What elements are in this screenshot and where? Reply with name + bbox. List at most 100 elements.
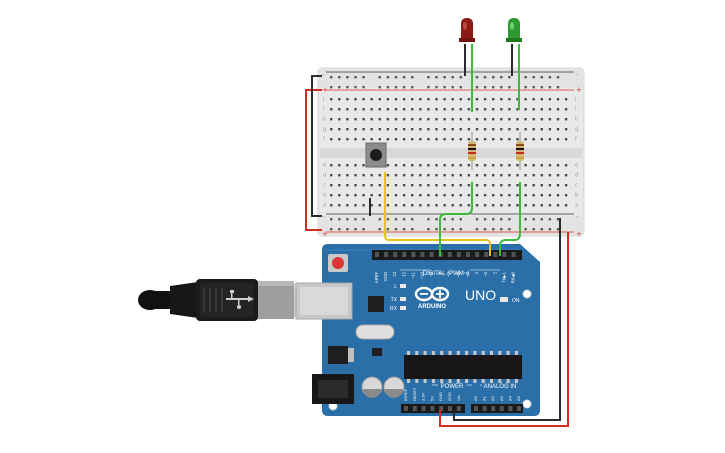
terminal-hole: [402, 118, 406, 121]
terminal-hole: [524, 108, 527, 111]
digital-pin-socket[interactable]: [429, 252, 434, 257]
terminal-hole: [443, 128, 446, 131]
rail-hole: [435, 76, 438, 79]
rail-hole: [475, 228, 479, 231]
terminal-hole: [556, 184, 560, 187]
digital-pin-socket[interactable]: [420, 252, 425, 257]
rail-hole: [475, 76, 479, 79]
rail-hole: [500, 86, 503, 89]
push-button[interactable]: [365, 142, 387, 168]
rail-hole: [427, 76, 430, 79]
voltage-regulator: [328, 346, 348, 364]
digital-pin-socket[interactable]: [484, 252, 489, 257]
terminal-hole: [346, 174, 349, 177]
terminal-hole: [419, 194, 422, 197]
terminal-hole: [427, 128, 430, 131]
terminal-hole: [378, 128, 381, 131]
rail-hole: [500, 218, 503, 221]
terminal-hole: [346, 98, 349, 101]
power-pin-socket[interactable]: [421, 406, 426, 411]
rail-hole: [556, 228, 560, 231]
digital-pin-socket[interactable]: [466, 252, 470, 257]
terminal-hole: [330, 184, 333, 187]
row-letter: a: [323, 203, 326, 209]
crystal: [355, 324, 395, 340]
on-led: [500, 297, 508, 302]
digital-pin-socket[interactable]: [502, 252, 507, 257]
terminal-hole: [556, 118, 560, 121]
digital-pin-socket[interactable]: [411, 252, 416, 257]
rail-hole: [435, 228, 438, 231]
power-pin-socket[interactable]: [448, 406, 452, 411]
chip-pin: [514, 379, 518, 383]
power-pin-socket[interactable]: [439, 406, 444, 411]
terminal-hole: [435, 184, 438, 187]
terminal-hole: [354, 164, 357, 167]
capacitor-right: [383, 376, 405, 398]
rail-hole: [443, 218, 446, 221]
row-letter: d: [323, 173, 326, 179]
reset-button[interactable]: [328, 254, 348, 272]
digital-pin-socket[interactable]: [375, 252, 379, 257]
analog-pin-socket[interactable]: [474, 406, 478, 411]
terminal-hole: [330, 108, 333, 111]
power-pin-label: RESET: [412, 387, 417, 401]
terminal-hole: [427, 174, 430, 177]
analog-pin-socket[interactable]: [499, 406, 504, 411]
terminal-hole: [548, 108, 552, 111]
terminal-hole: [443, 174, 446, 177]
terminal-hole: [354, 138, 357, 141]
analog-pin-socket[interactable]: [491, 406, 496, 411]
power-pin-socket[interactable]: [404, 406, 408, 411]
terminal-hole: [524, 174, 527, 177]
l-led: [400, 284, 406, 288]
power-pin-socket[interactable]: [456, 406, 461, 411]
wire-gnd-black: [453, 218, 561, 421]
terminal-hole: [443, 138, 446, 141]
terminal-hole: [483, 164, 487, 167]
digital-pin-socket[interactable]: [402, 252, 407, 257]
terminal-hole: [500, 184, 503, 187]
digital-pin-socket[interactable]: [475, 252, 480, 257]
terminal-hole: [540, 128, 543, 131]
analog-pin-socket[interactable]: [517, 406, 521, 411]
terminal-hole: [386, 194, 390, 197]
uno-model-text: UNO: [465, 287, 496, 303]
terminal-hole: [564, 98, 568, 101]
terminal-hole: [435, 204, 438, 207]
terminal-hole: [346, 204, 349, 207]
power-pin-socket[interactable]: [412, 406, 417, 411]
terminal-hole: [386, 138, 390, 141]
row-letter: e: [575, 163, 578, 169]
terminal-hole: [564, 184, 568, 187]
row-letter: f: [575, 137, 577, 143]
digital-pin-socket[interactable]: [447, 252, 452, 257]
chip-pin: [506, 351, 510, 355]
terminal-hole: [451, 118, 454, 121]
digital-pin-socket[interactable]: [456, 252, 461, 257]
terminal-hole: [346, 118, 349, 121]
power-pin-label: 5V: [429, 396, 434, 401]
terminal-hole: [386, 204, 390, 207]
terminal-hole: [451, 164, 454, 167]
digital-pin-socket[interactable]: [511, 252, 516, 257]
rail-minus-sign-bottom: -: [322, 213, 325, 221]
analog-pin-socket[interactable]: [482, 406, 487, 411]
terminal-hole: [524, 118, 527, 121]
digital-pin-socket[interactable]: [393, 252, 398, 257]
terminal-hole: [354, 184, 357, 187]
terminal-hole: [402, 108, 406, 111]
terminal-hole: [386, 128, 390, 131]
digital-pin-socket[interactable]: [493, 252, 498, 257]
terminal-hole: [346, 138, 349, 141]
row-letter: i: [575, 107, 576, 113]
rail-hole: [394, 76, 398, 79]
power-pin-socket[interactable]: [430, 406, 435, 411]
digital-pin-socket[interactable]: [384, 252, 389, 257]
terminal-hole: [443, 204, 446, 207]
analog-pin-socket[interactable]: [508, 406, 513, 411]
rail-plus-sign-bottom-right: +: [576, 230, 582, 238]
terminal-hole: [370, 108, 373, 111]
rail-hole: [402, 228, 406, 231]
